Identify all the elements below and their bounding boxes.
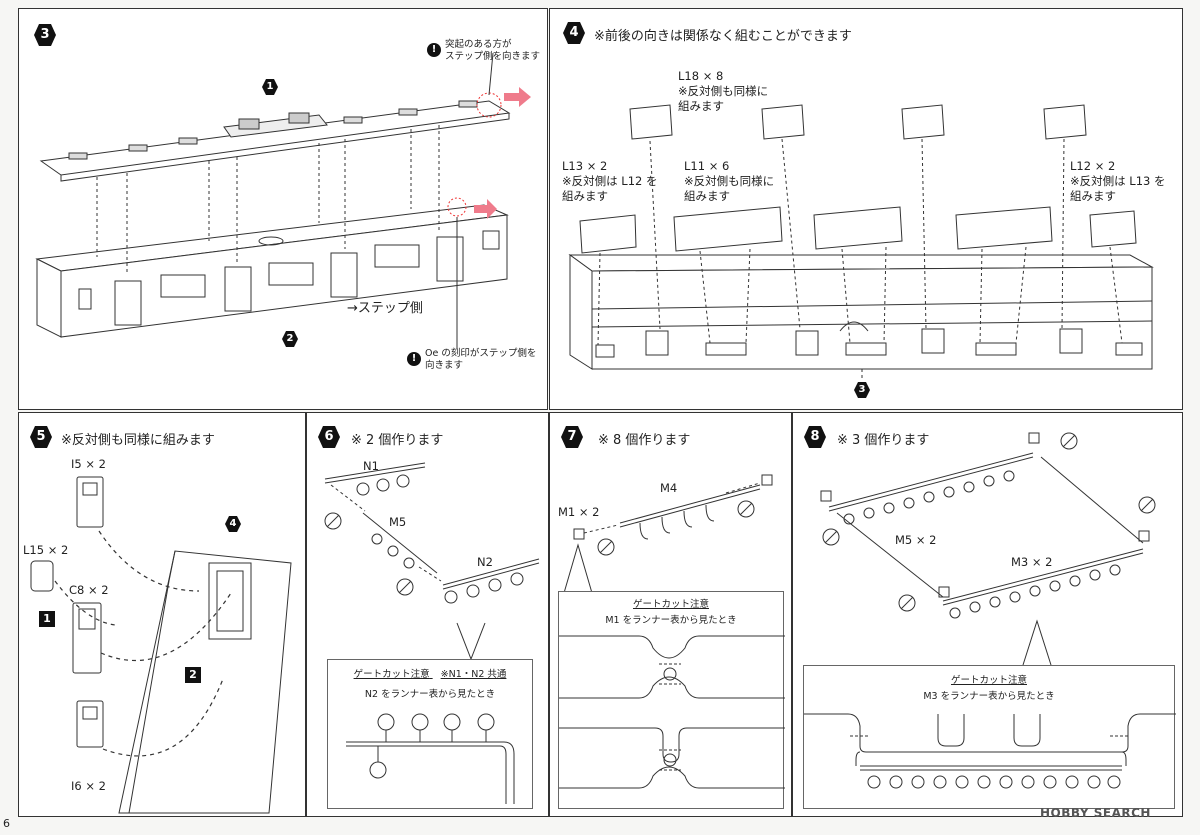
l13-label: L13 × 2 ※反対側は L12 を 組みます (562, 159, 658, 203)
step-3-panel: 3 ! 突起のある方が ステップ側を向きます 1 2 →ステップ側 ! Oe の… (18, 8, 548, 410)
part-3-marker: 3 (853, 381, 871, 399)
gate-cut-note-common: ※N1・N2 共通 (440, 669, 507, 680)
n2-label: N2 (477, 555, 493, 569)
step-3-drawing (35, 52, 531, 349)
step-3-note-bottom: Oe の刻印がステップ側を 向きます (425, 348, 537, 371)
step-8-drawing (820, 432, 1156, 666)
n1-label: N1 (363, 459, 379, 473)
step-4-title: ※前後の向きは関係なく組むことができます (594, 29, 852, 44)
step-6-number: 6 (317, 425, 341, 449)
gate-cut-note-title: ゲートカット注意 (950, 675, 1027, 686)
gate-cut-note-title: ゲートカット注意 ※N1・N2 共通 (353, 669, 507, 680)
gate-cut-note-subtitle: M1 をランナー表から見たとき (605, 615, 737, 626)
l18-label: L18 × 8 ※反対側も同様に 組みます (678, 69, 769, 113)
gate-cut-m1-drawing (559, 635, 785, 789)
gate-cut-n2-drawing (346, 713, 515, 804)
c8-label: C8 × 2 (69, 583, 109, 597)
gate-cut-note-subtitle: N2 をランナー表から見たとき (364, 689, 496, 700)
step-3-number: 3 (33, 23, 57, 47)
gate-cut-note-box: ゲートカット注意 M3 をランナー表から見たとき (803, 665, 1176, 809)
step-8-panel: 8 ※ 3 個作ります M5 × 2 M3 × 2 ゲートカット注意 M3 をラ… (792, 412, 1183, 817)
m1-label: M1 × 2 (558, 505, 600, 519)
watermark-logo: HOBBY SEARCH (1040, 806, 1151, 820)
m4-label: M4 (660, 481, 678, 495)
step-7-drawing (563, 474, 773, 594)
step-5-panel: 5 ※反対側も同様に組みます I5 × 2 L15 × 2 C8 × 2 I6 … (18, 412, 306, 817)
l11-label: L11 × 6 ※反対側も同様に 組みます (684, 159, 775, 203)
warning-icon: ! (407, 352, 421, 366)
part-1-marker: 1 (261, 78, 279, 96)
step-6-panel: 6 ※ 2 個作ります N1 M5 N2 ゲートカット注意 ※N1・N2 共通 … (306, 412, 549, 817)
m5-label: M5 × 2 (895, 533, 937, 547)
step-5-number: 5 (29, 425, 53, 449)
part-4-marker: 4 (224, 515, 242, 533)
sub-step-2-marker: 2 (185, 667, 201, 683)
gate-cut-note-box: ゲートカット注意 ※N1・N2 共通 N2 をランナー表から見たとき (327, 659, 533, 809)
step-side-label: →ステップ側 (347, 301, 423, 316)
gate-cut-note-title: ゲートカット注意 (632, 599, 709, 610)
step-7-number: 7 (560, 425, 584, 449)
warning-icon: ! (427, 43, 441, 57)
step-6-drawing (324, 462, 540, 661)
gate-cut-m3-drawing (804, 713, 1176, 789)
step-5-drawing (30, 476, 292, 814)
gate-cut-note-box: ゲートカット注意 M1 をランナー表から見たとき (558, 591, 785, 809)
step-7-panel: 7 ※ 8 個作ります M4 M1 × 2 ゲートカット注意 M1 をランナー表… (549, 412, 792, 817)
step-7-title: ※ 8 個作ります (598, 433, 691, 448)
step-8-title: ※ 3 個作ります (837, 433, 930, 448)
step-4-number: 4 (562, 21, 586, 45)
i5-label: I5 × 2 (71, 457, 106, 471)
l12-label: L12 × 2 ※反対側は L13 を 組みます (1070, 159, 1166, 203)
m5-label: M5 (389, 515, 407, 529)
step-4-drawing (568, 104, 1154, 381)
step-4-panel: 4 ※前後の向きは関係なく組むことができます L18 × 8 ※反対側も同様に … (549, 8, 1183, 410)
m3-label: M3 × 2 (1011, 555, 1053, 569)
step-3-note-top: 突起のある方が ステップ側を向きます (445, 39, 541, 62)
part-2-marker: 2 (281, 330, 299, 348)
sub-step-1-marker: 1 (39, 611, 55, 627)
step-8-number: 8 (803, 425, 827, 449)
gate-cut-note-subtitle: M3 をランナー表から見たとき (923, 691, 1055, 702)
step-5-title: ※反対側も同様に組みます (61, 433, 215, 448)
i6-label: I6 × 2 (71, 779, 106, 793)
l15-label: L15 × 2 (23, 543, 69, 557)
step-6-title: ※ 2 個作ります (351, 433, 444, 448)
page-number: 6 (3, 817, 10, 830)
